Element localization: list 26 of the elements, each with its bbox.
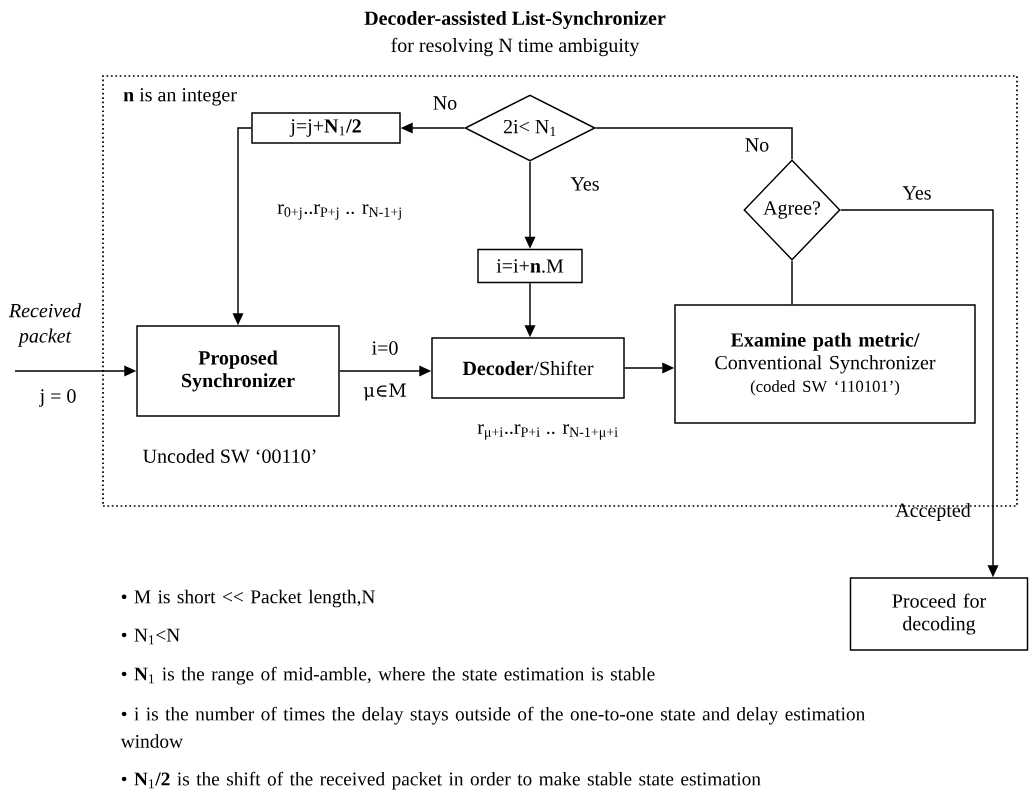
bullet-text: • N$_{1}$<N [121,628,180,645]
input-label: Received packet [8,303,82,347]
edge-label: Yes [569,176,601,192]
bullet-text: • N$_{1}$/2 is the shift of the received packet in order to make stable state estimation [121,771,761,790]
edge-label: i=0 [370,339,400,357]
note-text: Accepted [895,502,971,522]
note-text: Uncoded SW ‘00110’ [143,448,316,464]
bullet-text: • M is short << Packet length,N [121,589,375,608]
process-box: Proposed Synchronizer [136,325,340,417]
process-box: j=j+N$_{1}$/2 [251,112,401,144]
process-box: Examine path metric/ Conventional Synchronizer (coded SW ‘110101’) [674,304,976,424]
bullet-text: • N$_{1}$ is the range of mid-amble, where the state estimation is stable [121,666,655,685]
note-text: μ∈M [363,383,406,401]
edge-label: r$_{0+j}$..r$_{P+j}$ .. r$_{N-1+j}$ [275,203,405,221]
process-box: Proceed for decoding [849,577,1029,651]
edge-label: No [431,95,459,111]
bullet-text: • i is the number of times the delay stays outside of the one-to-one state and delay estimation window [120,706,865,748]
note-text: r$_{μ+i}$..r$_{P+i}$ .. r$_{N-1+μ+i}$ [477,424,618,440]
subtitle: for resolving N time ambiguity [391,37,640,57]
edge-label: j = 0 [38,387,78,409]
process-box: i=i+n.M [477,248,583,284]
title: Decoder-assisted List-Synchronizer [364,10,666,30]
frame-heading: n is an integer [123,88,237,106]
edge-label: Yes [901,185,933,201]
edge-label: No [743,137,771,153]
process-box: Decoder/Shifter [431,337,625,399]
